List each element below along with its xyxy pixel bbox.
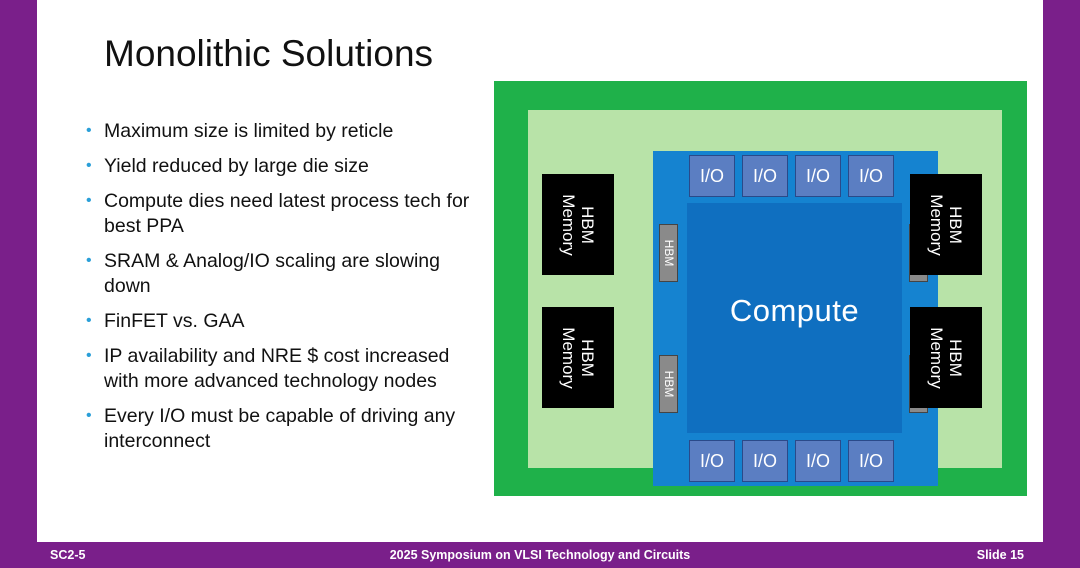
io-block: I/O xyxy=(848,155,894,197)
io-block: I/O xyxy=(689,440,735,482)
package-substrate: I/O I/O I/O I/O I/O I/O I/O I/O HBM HBM … xyxy=(494,81,1027,496)
io-block: I/O xyxy=(742,155,788,197)
compute-die: Compute xyxy=(687,203,902,433)
bullet-item: •IP availability and NRE $ cost increase… xyxy=(86,345,450,392)
bullet-dot-icon: • xyxy=(86,192,92,209)
bullet-item: •Maximum size is limited by reticle xyxy=(86,120,394,142)
hbm-phy: HBM xyxy=(659,224,678,282)
interposer: I/O I/O I/O I/O I/O I/O I/O I/O HBM HBM … xyxy=(528,110,1002,486)
io-block: I/O xyxy=(795,440,841,482)
bullet-item: •Compute dies need latest process tech f… xyxy=(86,190,470,237)
io-block: I/O xyxy=(795,155,841,197)
io-block: I/O xyxy=(742,440,788,482)
bullet-item: •Yield reduced by large die size xyxy=(86,155,369,177)
bullet-dot-icon: • xyxy=(86,407,92,424)
bullet-dot-icon: • xyxy=(86,252,92,269)
slide-number: Slide 15 xyxy=(976,548,1024,562)
bullet-dot-icon: • xyxy=(86,122,92,139)
io-block: I/O xyxy=(848,440,894,482)
bullet-dot-icon: • xyxy=(86,347,92,364)
bullet-list: •Maximum size is limited by reticle •Yie… xyxy=(84,119,484,464)
io-block: I/O xyxy=(689,155,735,197)
bullet-item: •Every I/O must be capable of driving an… xyxy=(86,405,456,452)
bullet-dot-icon: • xyxy=(86,157,92,174)
hbm-phy: HBM xyxy=(659,355,678,413)
bullet-item: •SRAM & Analog/IO scaling are slowing do… xyxy=(86,250,440,297)
compute-label: Compute xyxy=(729,293,860,328)
slide-title: Monolithic Solutions xyxy=(104,33,434,74)
slide-footer: SC2-5 2025 Symposium on VLSI Technology … xyxy=(0,542,1080,568)
session-id: SC2-5 xyxy=(50,548,86,562)
bullet-dot-icon: • xyxy=(86,312,92,329)
bullet-item: •FinFET vs. GAA xyxy=(86,310,245,332)
conference-name: 2025 Symposium on VLSI Technology and Ci… xyxy=(389,548,691,562)
